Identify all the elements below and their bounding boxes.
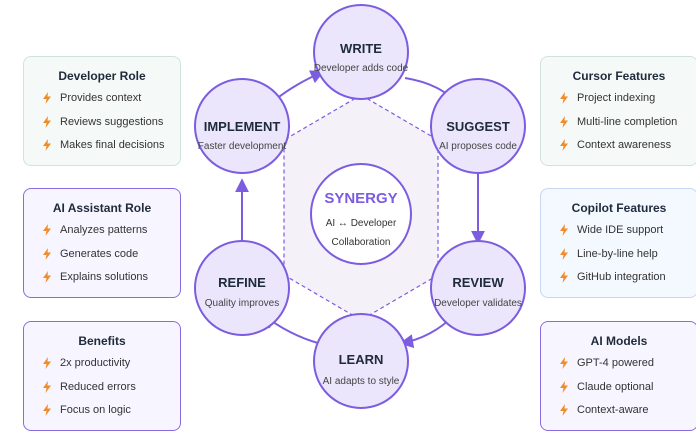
benefits-card: Benefits 2x productivity Reduced errors … bbox=[23, 321, 181, 431]
center-line2: Collaboration bbox=[332, 237, 391, 248]
node-subtitle: AI adapts to style bbox=[323, 376, 400, 387]
lightning-icon bbox=[559, 247, 569, 260]
list-item: GitHub integration bbox=[559, 271, 696, 295]
lightning-icon bbox=[42, 92, 52, 104]
list-item: Reduced errors bbox=[42, 380, 180, 405]
lightning-icon bbox=[42, 139, 52, 151]
cursor-features-card: Cursor Features Project indexing Multi-l… bbox=[540, 56, 696, 166]
developer-role-card: Developer Role Provides context Reviews … bbox=[23, 56, 181, 166]
list-item: Context awareness bbox=[559, 139, 696, 163]
node-refine: REFINE Quality improves bbox=[194, 240, 290, 336]
node-subtitle: Quality improves bbox=[205, 298, 279, 309]
lightning-icon bbox=[559, 115, 569, 128]
lightning-icon bbox=[42, 271, 52, 283]
dashed-hexagon bbox=[283, 94, 439, 321]
list-item: Generates code bbox=[42, 247, 180, 272]
list-item: Project indexing bbox=[559, 92, 696, 116]
node-suggest: SUGGEST AI proposes code bbox=[430, 78, 526, 174]
node-title: REFINE bbox=[218, 275, 266, 290]
arrow-implement-to-write bbox=[274, 70, 325, 101]
node-learn: LEARN AI adapts to style bbox=[313, 313, 409, 409]
list-item: Line-by-line help bbox=[559, 247, 696, 272]
node-title: IMPLEMENT bbox=[204, 119, 281, 134]
lightning-icon bbox=[42, 357, 52, 369]
node-review: REVIEW Developer validates bbox=[430, 240, 526, 336]
ai-assistant-role-card: AI Assistant Role Analyzes patterns Gene… bbox=[23, 188, 181, 298]
list-item: Analyzes patterns bbox=[42, 224, 180, 248]
node-subtitle: AI proposes code bbox=[439, 141, 517, 152]
lightning-icon bbox=[42, 224, 52, 236]
lightning-icon bbox=[559, 139, 569, 151]
list-item: Makes final decisions bbox=[42, 139, 180, 163]
list-item: Multi-line completion bbox=[559, 115, 696, 140]
center-title: SYNERGY bbox=[324, 190, 397, 207]
list-item: Claude optional bbox=[559, 380, 696, 405]
node-write: WRITE Developer adds code bbox=[313, 4, 409, 100]
node-title: REVIEW bbox=[452, 275, 504, 290]
ai-models-card: AI Models GPT-4 powered Claude optional … bbox=[540, 321, 696, 431]
arrow-write-to-suggest bbox=[404, 77, 456, 105]
center-synergy: SYNERGY AI ↔ Developer Collaboration bbox=[310, 163, 412, 265]
lightning-icon bbox=[42, 380, 52, 393]
list-item: 2x productivity bbox=[42, 357, 180, 381]
card-title: Developer Role bbox=[58, 69, 146, 83]
card-title: AI Assistant Role bbox=[52, 201, 152, 215]
card-title: Copilot Features bbox=[571, 201, 667, 215]
card-title: Cursor Features bbox=[572, 69, 666, 83]
arrow-review-to-learn bbox=[399, 314, 455, 349]
lightning-icon bbox=[559, 357, 569, 369]
node-title: LEARN bbox=[339, 352, 384, 367]
lightning-icon bbox=[559, 92, 569, 104]
node-implement: IMPLEMENT Faster development bbox=[194, 78, 290, 174]
lightning-icon bbox=[559, 224, 569, 236]
lightning-icon bbox=[559, 404, 569, 416]
arrow-learn-to-refine bbox=[262, 314, 319, 344]
node-subtitle: Developer validates bbox=[434, 298, 522, 309]
node-subtitle: Developer adds code bbox=[314, 63, 409, 74]
list-item: Context-aware bbox=[559, 404, 696, 428]
center-line1: AI ↔ Developer bbox=[326, 218, 397, 229]
lightning-icon bbox=[42, 115, 52, 128]
list-item: Wide IDE support bbox=[559, 224, 696, 248]
list-item: Provides context bbox=[42, 92, 180, 116]
card-title: AI Models bbox=[590, 334, 648, 348]
node-subtitle: Faster development bbox=[198, 141, 287, 152]
lightning-icon bbox=[42, 404, 52, 416]
node-title: SUGGEST bbox=[446, 119, 510, 134]
copilot-features-card: Copilot Features Wide IDE support Line-b… bbox=[540, 188, 696, 298]
card-title: Benefits bbox=[78, 334, 126, 348]
list-item: GPT-4 powered bbox=[559, 357, 696, 381]
lightning-icon bbox=[559, 380, 569, 393]
list-item: Reviews suggestions bbox=[42, 115, 180, 140]
lightning-icon bbox=[42, 247, 52, 260]
lightning-icon bbox=[559, 271, 569, 283]
list-item: Focus on logic bbox=[42, 404, 180, 428]
node-title: WRITE bbox=[340, 41, 382, 56]
list-item: Explains solutions bbox=[42, 271, 180, 295]
